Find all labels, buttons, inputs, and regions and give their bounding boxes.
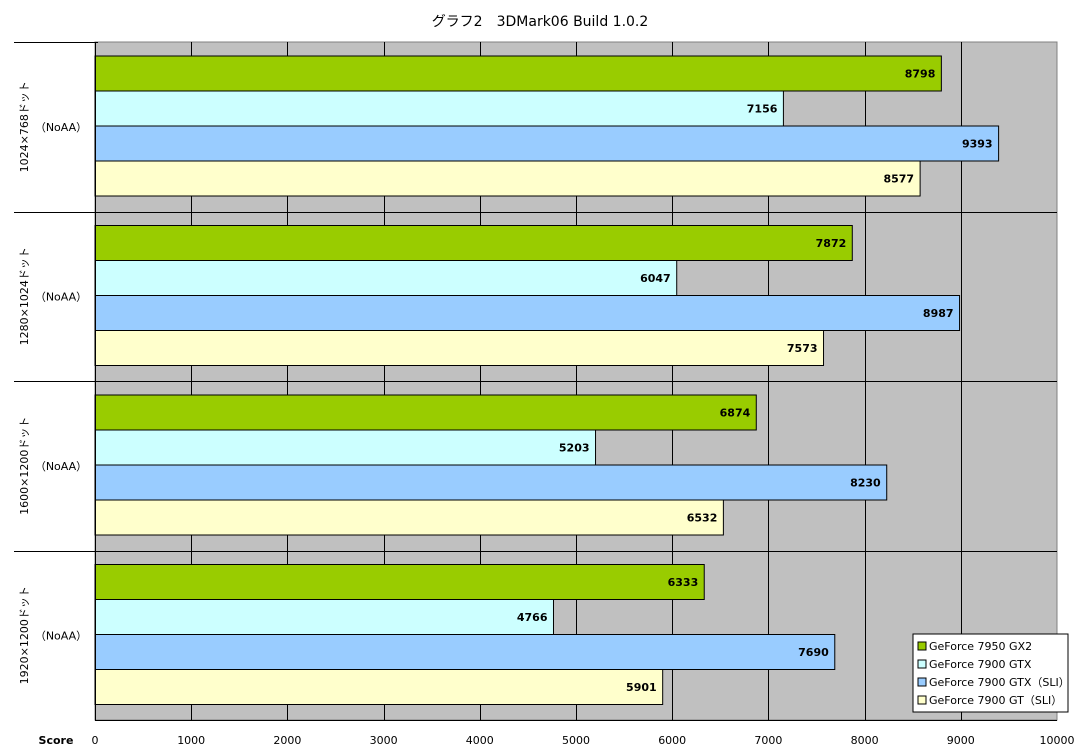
x-axis-label: Score — [39, 734, 74, 747]
bar — [94, 564, 705, 600]
bar-value-label: 6047 — [640, 272, 671, 285]
bar — [94, 330, 825, 366]
x-tick-label: 7000 — [754, 734, 782, 747]
category-sublabel: （NoAA） — [35, 629, 87, 642]
bar — [94, 599, 554, 635]
x-tick-label: 9000 — [947, 734, 975, 747]
x-tick-label: 4000 — [466, 734, 494, 747]
bar-value-label: 7573 — [787, 342, 818, 355]
category-label: 1280×1024ドット — [18, 247, 31, 345]
legend-entry: GeForce 7900 GTX — [929, 658, 1032, 671]
bar — [94, 90, 784, 127]
bar — [94, 55, 942, 92]
bar — [94, 669, 664, 705]
legend-entry: GeForce 7950 GX2 — [929, 640, 1032, 653]
legend-entry: GeForce 7900 GTX（SLI） — [929, 676, 1070, 689]
bar-value-label: 7156 — [747, 103, 778, 116]
bar — [94, 634, 836, 670]
category-label: 1600×1200ドット — [18, 417, 31, 515]
category-sublabel: （NoAA） — [35, 121, 87, 134]
bar-value-label: 7872 — [816, 237, 847, 250]
bar-value-label: 9393 — [962, 138, 993, 151]
x-tick-label: 2000 — [273, 734, 301, 747]
x-tick-label: 8000 — [851, 734, 879, 747]
bar — [94, 464, 888, 501]
x-tick-label: 5000 — [562, 734, 590, 747]
bar-value-label: 8577 — [883, 173, 914, 186]
bar-value-label: 8230 — [850, 477, 881, 490]
category-sublabel: （NoAA） — [35, 290, 87, 303]
bar-value-label: 5203 — [559, 442, 590, 455]
bar — [94, 225, 853, 261]
bar — [94, 160, 921, 197]
bar-value-label: 6532 — [687, 512, 718, 525]
bar — [94, 295, 961, 331]
bar-value-label: 7690 — [798, 646, 829, 659]
legend-swatch — [917, 641, 927, 651]
bar — [94, 394, 757, 431]
x-tick-label: 10000 — [1040, 734, 1075, 747]
chart-title: グラフ2 3DMark06 Build 1.0.2 — [432, 14, 649, 30]
bar — [94, 429, 597, 466]
legend-swatch — [917, 695, 927, 705]
bar-value-label: 5901 — [626, 681, 657, 694]
x-tick-label: 3000 — [370, 734, 398, 747]
category-label: 1920×1200ドット — [18, 586, 31, 684]
bar-value-label: 6874 — [720, 407, 751, 420]
plot-area: 0 1000 2000 3000 4000 5000 6000 7000 8000 9000 100… — [14, 41, 1075, 747]
bar-value-label: 8798 — [905, 68, 936, 81]
bar — [94, 260, 678, 296]
x-tick-label: 0 — [92, 734, 99, 747]
bar — [94, 125, 1000, 162]
legend-swatch — [917, 659, 927, 669]
bar-value-label: 6333 — [668, 576, 699, 589]
category-sublabel: （NoAA） — [35, 460, 87, 473]
x-tick-label: 6000 — [658, 734, 686, 747]
bar — [94, 499, 724, 536]
bar-value-label: 8987 — [923, 307, 954, 320]
bar-value-label: 4766 — [517, 611, 548, 624]
legend-entry: GeForce 7900 GT（SLI） — [929, 694, 1062, 707]
category-label: 1024×768ドット — [18, 81, 31, 172]
x-tick-label: 1000 — [177, 734, 205, 747]
legend-box — [912, 633, 1069, 713]
legend-swatch — [917, 677, 927, 687]
